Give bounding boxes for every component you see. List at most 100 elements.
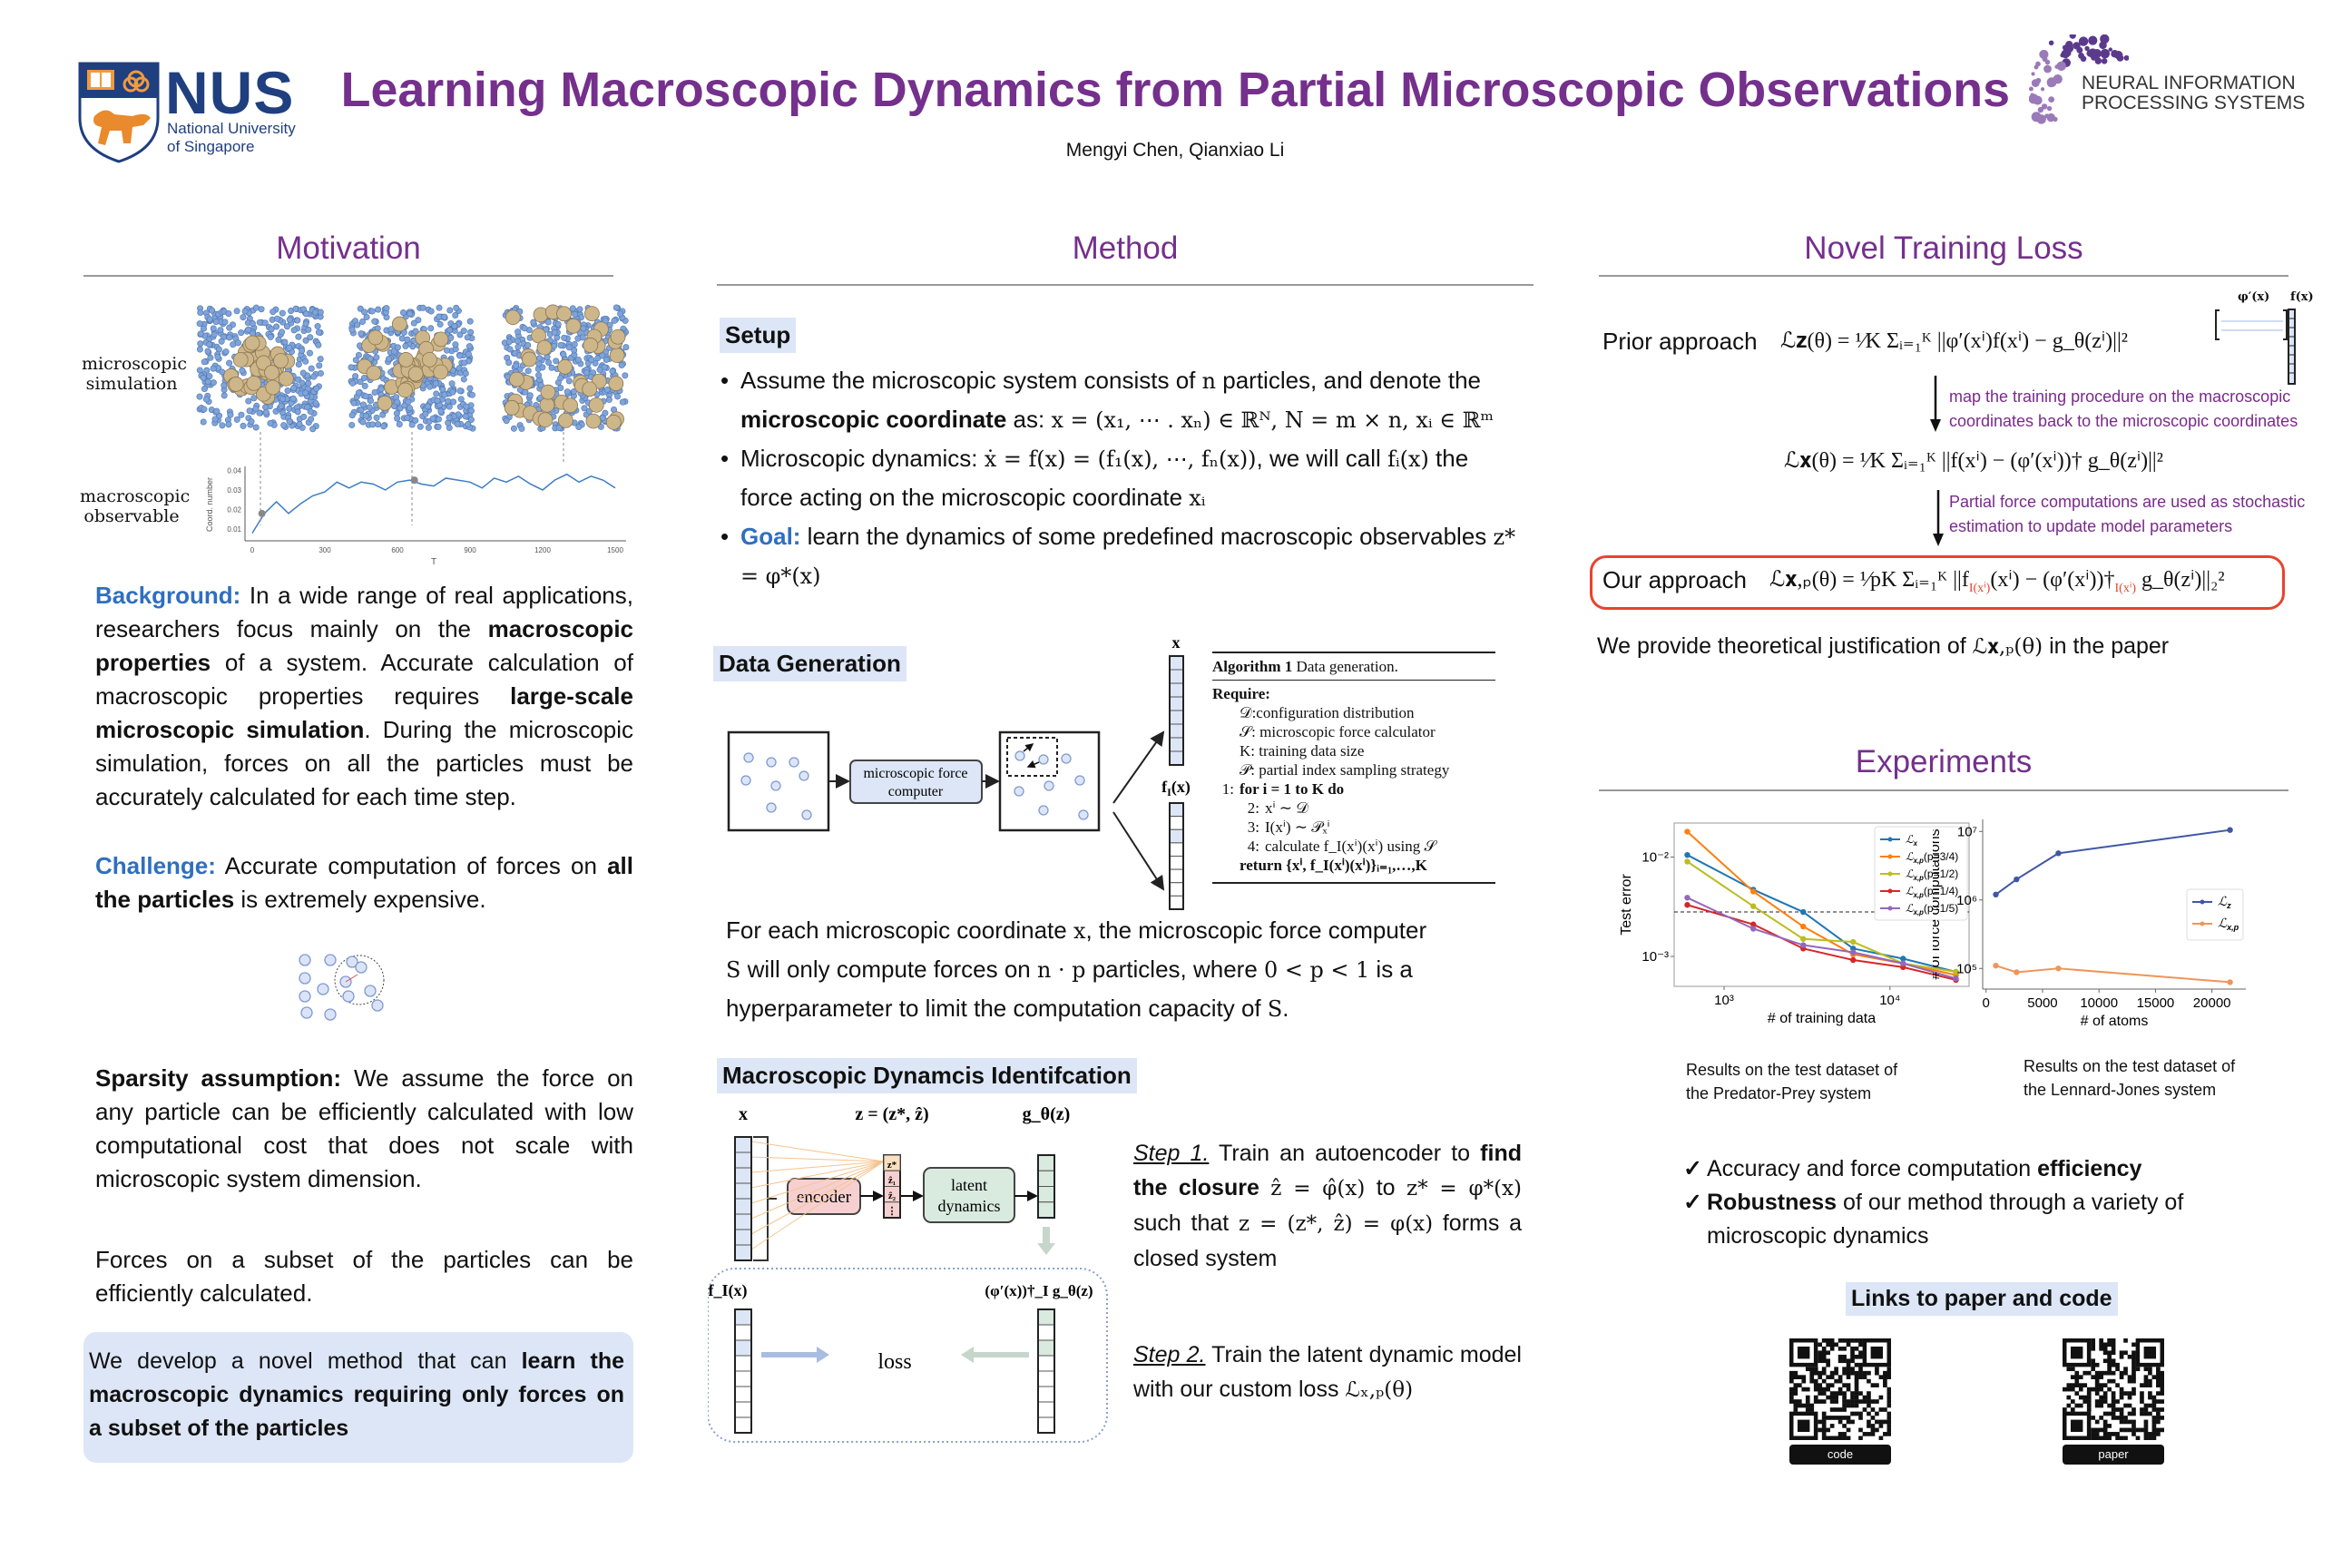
method-heading: Method	[1072, 230, 1179, 266]
inline-math: n · p	[1036, 957, 1086, 983]
qr-module	[2074, 1403, 2080, 1408]
qr-module	[2123, 1367, 2128, 1372]
qr-module	[2070, 1375, 2075, 1379]
bracket	[753, 1136, 777, 1261]
solvent-particle	[453, 304, 460, 311]
qr-code-icon[interactable]	[2063, 1338, 2165, 1441]
solvent-particle	[451, 322, 458, 329]
qr-module	[2111, 1342, 2116, 1348]
qr-paper-link[interactable]: paper	[2063, 1338, 2165, 1465]
data-point	[1800, 942, 1807, 948]
qr-module	[2127, 1375, 2132, 1379]
solvent-particle	[422, 410, 429, 417]
qr-module	[2143, 1411, 2149, 1416]
links-label: Links to paper and code	[1846, 1282, 2118, 1316]
qr-code-icon[interactable]	[1789, 1338, 1892, 1441]
qr-module	[2156, 1407, 2161, 1412]
qr-module	[1826, 1375, 1830, 1379]
logo-dot	[2108, 47, 2112, 52]
qr-module	[1789, 1399, 1794, 1404]
encoder-connection	[750, 1161, 885, 1189]
text-segment: particles, where	[1085, 956, 1265, 983]
solute-particle	[605, 414, 622, 430]
qr-module	[1834, 1436, 1838, 1441]
solvent-particle	[446, 307, 454, 314]
qr-module	[2148, 1436, 2152, 1441]
solvent-particle	[572, 310, 579, 318]
solute-particle	[397, 382, 413, 398]
qr-module	[2156, 1411, 2161, 1416]
legend-subscript: x,p	[2226, 923, 2239, 932]
solvent-particle	[238, 411, 245, 418]
solvent-particle	[536, 355, 544, 362]
qr-module	[1805, 1395, 1810, 1400]
legend-subscript: x,p	[1913, 874, 1925, 882]
particle	[766, 757, 777, 768]
solvent-particle	[424, 403, 431, 410]
proj-vector-cell	[1037, 1339, 1055, 1357]
qr-module	[2107, 1370, 2112, 1376]
qr-module	[1867, 1395, 1871, 1400]
solute-particle	[557, 358, 573, 375]
solute-particle	[536, 339, 553, 356]
logo-dot	[2100, 48, 2111, 59]
qr-module	[1858, 1427, 1863, 1433]
fI-vector-cell	[734, 1339, 752, 1357]
solvent-particle	[385, 356, 392, 363]
novel-loss-heading: Novel Training Loss	[1804, 230, 2083, 266]
step2-text: Step 2. Train the latent dynamic model w…	[1133, 1338, 1522, 1407]
motivation-divider	[83, 275, 613, 277]
solvent-particle	[203, 367, 211, 374]
solute-particle	[366, 365, 382, 381]
qr-module	[1875, 1411, 1879, 1416]
solvent-particle	[273, 315, 280, 322]
solvent-particle	[446, 327, 454, 334]
solvent-particle	[241, 308, 249, 315]
step-number: 3:	[1247, 818, 1259, 836]
fI-vector-cell	[734, 1308, 752, 1326]
challenge-paragraph: Challenge: Accurate computation of force…	[95, 849, 633, 916]
qr-module	[1846, 1362, 1851, 1367]
qr-module	[1821, 1424, 1827, 1428]
qr-module	[1813, 1367, 1818, 1372]
solvent-particle	[306, 349, 313, 357]
solvent-particle	[419, 304, 426, 311]
qr-module	[2102, 1419, 2108, 1425]
caption-line: the Predator-Prey system	[1686, 1084, 1872, 1102]
x-vector-cell	[734, 1136, 752, 1153]
qr-code-link[interactable]: code	[1789, 1338, 1892, 1465]
qr-module	[1805, 1367, 1810, 1372]
algorithm-require-item: 𝒫: partial index sampling strategy	[1240, 761, 1450, 779]
our-approach-label: Our approach	[1602, 566, 1747, 593]
qr-module	[2094, 1432, 2100, 1436]
qr-finder-center	[1870, 1346, 1884, 1359]
solvent-particle	[196, 320, 203, 328]
solvent-particle	[352, 357, 359, 364]
solvent-particle	[580, 325, 587, 332]
solvent-particle	[295, 333, 302, 340]
qr-module	[1809, 1370, 1815, 1376]
encoder-connection	[750, 1161, 885, 1204]
qr-module	[2156, 1367, 2161, 1372]
logo-dot	[2100, 34, 2110, 44]
solvent-particle	[262, 408, 270, 416]
proj-vector-cell	[1037, 1386, 1055, 1403]
qr-finder-center	[1797, 1419, 1810, 1433]
qr-module	[1867, 1411, 1871, 1416]
solvent-particle	[201, 358, 208, 366]
qr-module	[1821, 1370, 1827, 1376]
solute-particle	[521, 351, 537, 368]
data-point	[1684, 895, 1690, 901]
qr-module	[2123, 1419, 2128, 1425]
z-cell-label: ẑ₂	[888, 1191, 897, 1201]
solute-particle	[583, 306, 600, 322]
solvent-particle	[245, 326, 252, 333]
series-line	[1687, 904, 1956, 981]
summary-text: We develop a novel method that can learn…	[89, 1345, 624, 1446]
qr-module	[2107, 1424, 2112, 1428]
qr-module	[2143, 1427, 2149, 1433]
qr-module	[2086, 1391, 2092, 1396]
solvent-particle	[230, 341, 237, 348]
solvent-particle	[278, 402, 285, 409]
qr-module	[1842, 1407, 1847, 1412]
